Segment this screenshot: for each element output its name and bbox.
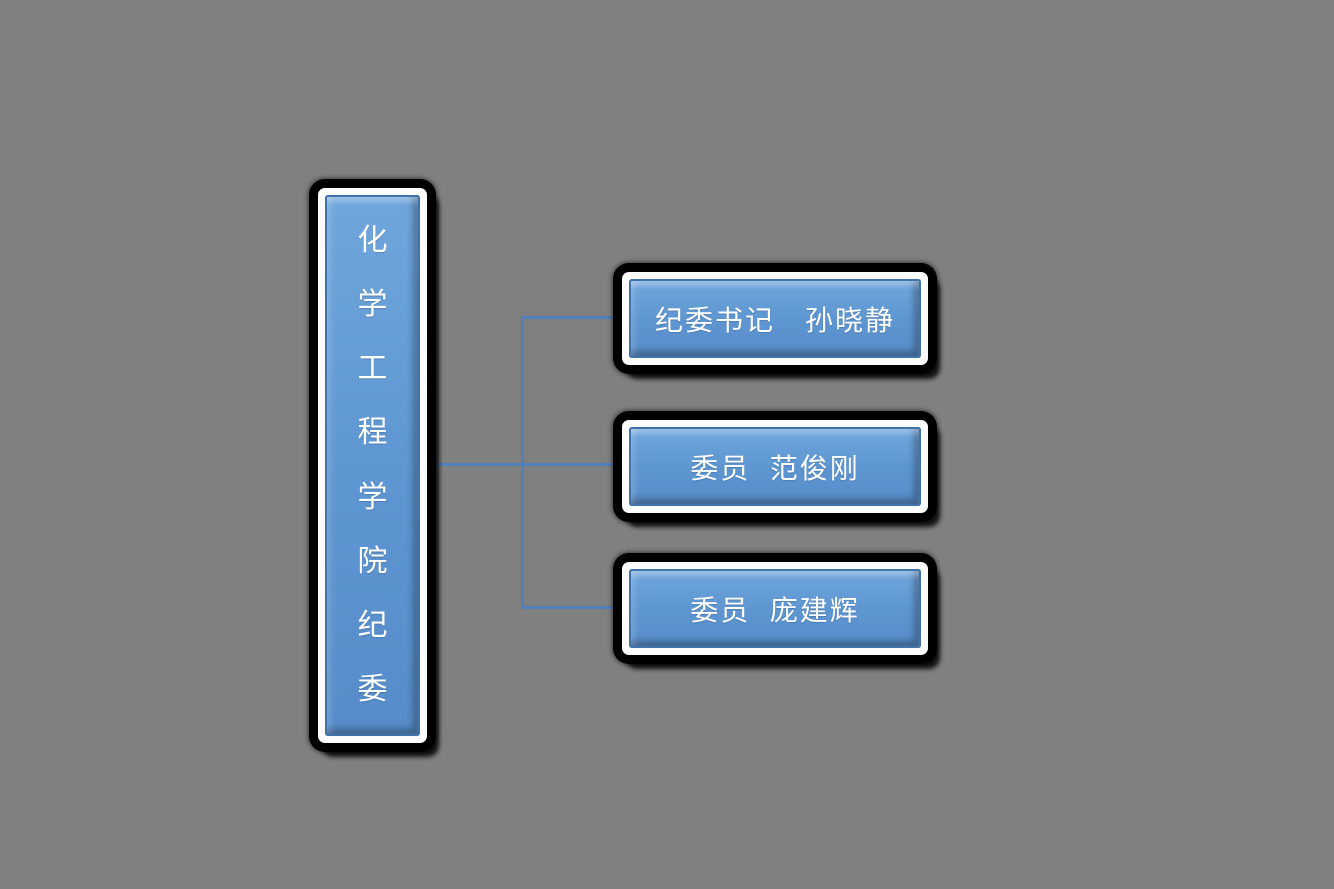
root-label-char: 委 (357, 672, 388, 706)
org-node-member-pangjianhui-face: 委员 庞建辉 (629, 569, 921, 648)
root-label-char: 学 (357, 288, 388, 322)
org-node-secretary-face: 纪委书记 孙晓静 (629, 279, 921, 358)
connector-root-to-spine (430, 463, 626, 466)
root-label-char: 纪 (357, 608, 388, 642)
connector-branch-bottom (521, 606, 625, 609)
org-node-member-fanjungang: 委员 范俊刚 (622, 420, 928, 513)
org-node-secretary: 纪委书记 孙晓静 (622, 272, 928, 365)
org-node-member-pangjianhui-label: 委员 庞建辉 (690, 594, 860, 626)
root-label-char: 工 (357, 352, 388, 386)
org-node-member-pangjianhui: 委员 庞建辉 (622, 562, 928, 655)
connector-spine (521, 316, 524, 609)
root-label-char: 学 (357, 480, 388, 514)
connector-branch-top (521, 316, 625, 319)
root-label-char: 院 (357, 544, 388, 578)
org-node-root: 化学工程学院纪委 (318, 188, 427, 743)
org-node-root-label: 化学工程学院纪委 (325, 195, 420, 736)
root-label-char: 程 (357, 416, 388, 450)
org-node-secretary-label: 纪委书记 孙晓静 (654, 304, 895, 336)
org-node-member-fanjungang-face: 委员 范俊刚 (629, 427, 921, 506)
org-node-member-fanjungang-label: 委员 范俊刚 (690, 452, 860, 484)
root-label-char: 化 (357, 224, 388, 258)
